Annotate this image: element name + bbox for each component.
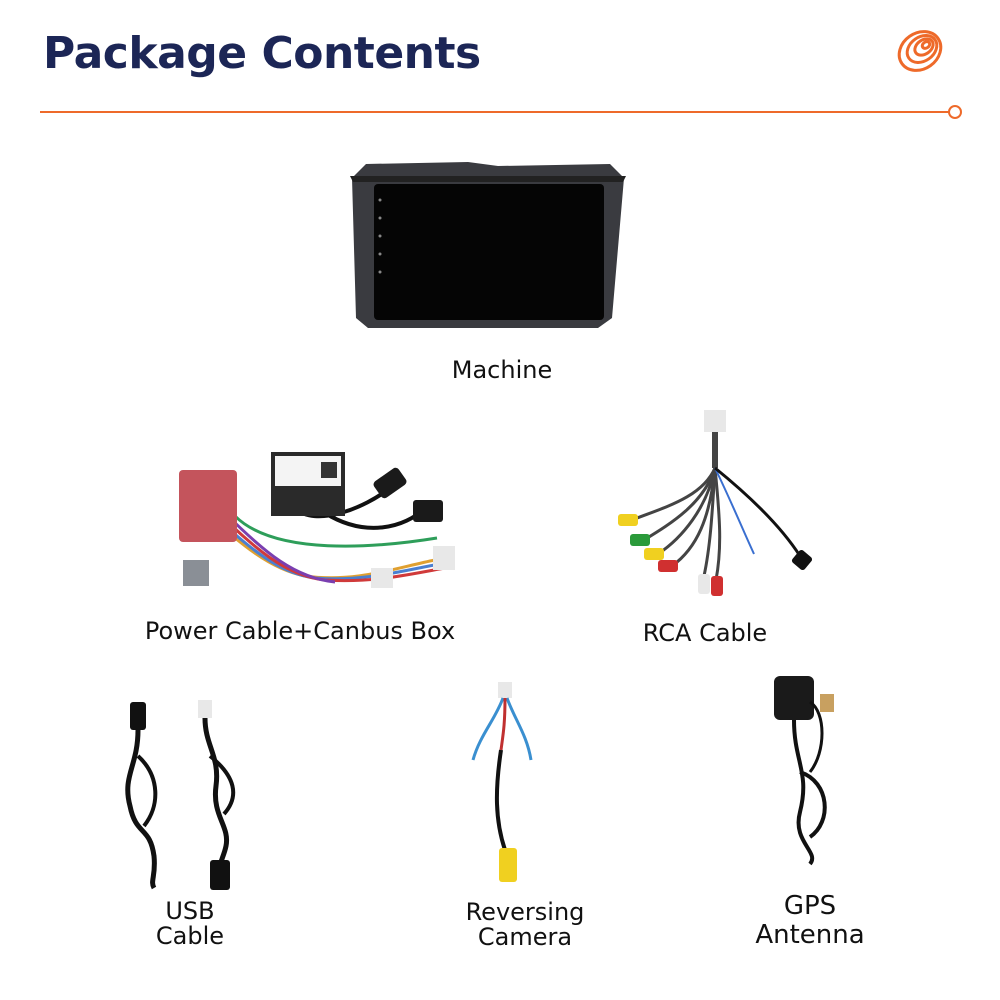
header-divider <box>40 111 950 113</box>
item-label: GPS Antenna <box>755 891 865 950</box>
item-label: Reversing Camera <box>465 898 585 951</box>
item-label: Machine <box>451 356 553 384</box>
item-label: RCA Cable <box>642 619 768 647</box>
item-label: USB Cable <box>155 897 225 950</box>
divider-end-dot <box>948 105 962 119</box>
page-title: Package Contents <box>43 28 481 79</box>
head-unit-screen-icon <box>350 162 626 328</box>
spiral-logo-icon <box>897 30 943 72</box>
usb-cable-icon <box>125 700 236 890</box>
wiring-harness-icon <box>179 452 455 588</box>
rca-cable-icon <box>618 410 813 596</box>
reversing-camera-icon <box>471 682 533 882</box>
gps-antenna-icon <box>774 676 834 866</box>
item-label: Power Cable+Canbus Box <box>144 617 456 645</box>
